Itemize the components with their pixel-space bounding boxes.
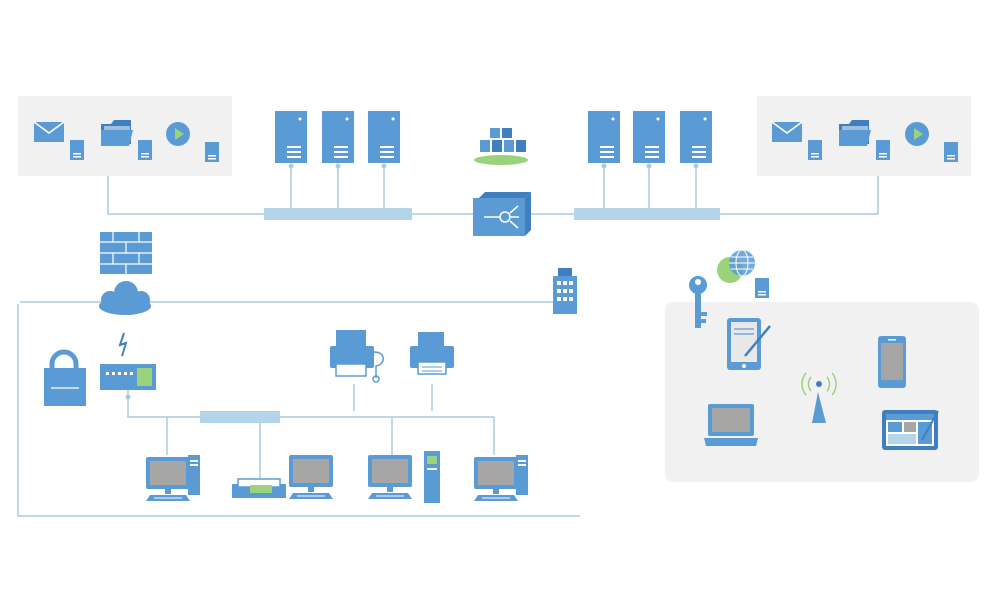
connection-lines [20,164,879,478]
server-icon [368,111,400,163]
server-icon [588,111,620,163]
server-tower-icon [755,278,769,298]
server-farm-right [588,111,712,169]
fax-icon [330,330,384,383]
pc-tower-icon [188,455,200,495]
lock-icon [44,349,86,406]
server-tower-icon [70,140,84,160]
server-tower-icon [876,140,890,160]
remote-access-panel [665,302,979,482]
pc-tower-icon [516,455,528,495]
server-icon [275,111,307,163]
network-bus-lan [200,411,280,423]
play-media-icon [166,122,190,146]
local-network-outline [17,304,580,517]
monitor-icon [473,456,519,502]
network-bus-right [574,208,720,220]
key-icon [689,276,707,328]
router-icon [100,332,156,400]
cloud-icon [99,281,151,315]
server-icon [633,111,665,163]
printer-icon [409,331,455,375]
server-farm-left [275,111,400,169]
server-tower-icon [944,142,958,162]
load-balancer-icon [473,192,531,236]
firewall-icon [100,232,152,274]
laptop-icon [704,404,758,446]
smartphone-icon [878,336,906,388]
server-icon [680,111,712,163]
wireless-tower-icon [801,372,837,423]
mail-icon [771,121,803,143]
office-building-icon [553,268,577,314]
monitor-icon [288,454,334,500]
tablet-pen-icon [727,318,771,370]
pc-tower-icon [424,451,440,503]
server-tower-icon [205,142,219,162]
mail-icon [33,121,65,143]
play-media-icon [905,122,929,146]
monitor-icon [367,454,413,500]
server-tower-icon [808,140,822,160]
network-bus-left [264,208,412,220]
globe-icon [717,249,755,283]
monitor-icon [145,456,191,502]
server-icon [322,111,354,163]
tablet-screen-icon [882,410,939,450]
server-cluster-icon [474,128,528,165]
server-tower-icon [138,140,152,160]
scanner-icon [232,478,286,498]
lan-devices [145,451,528,503]
